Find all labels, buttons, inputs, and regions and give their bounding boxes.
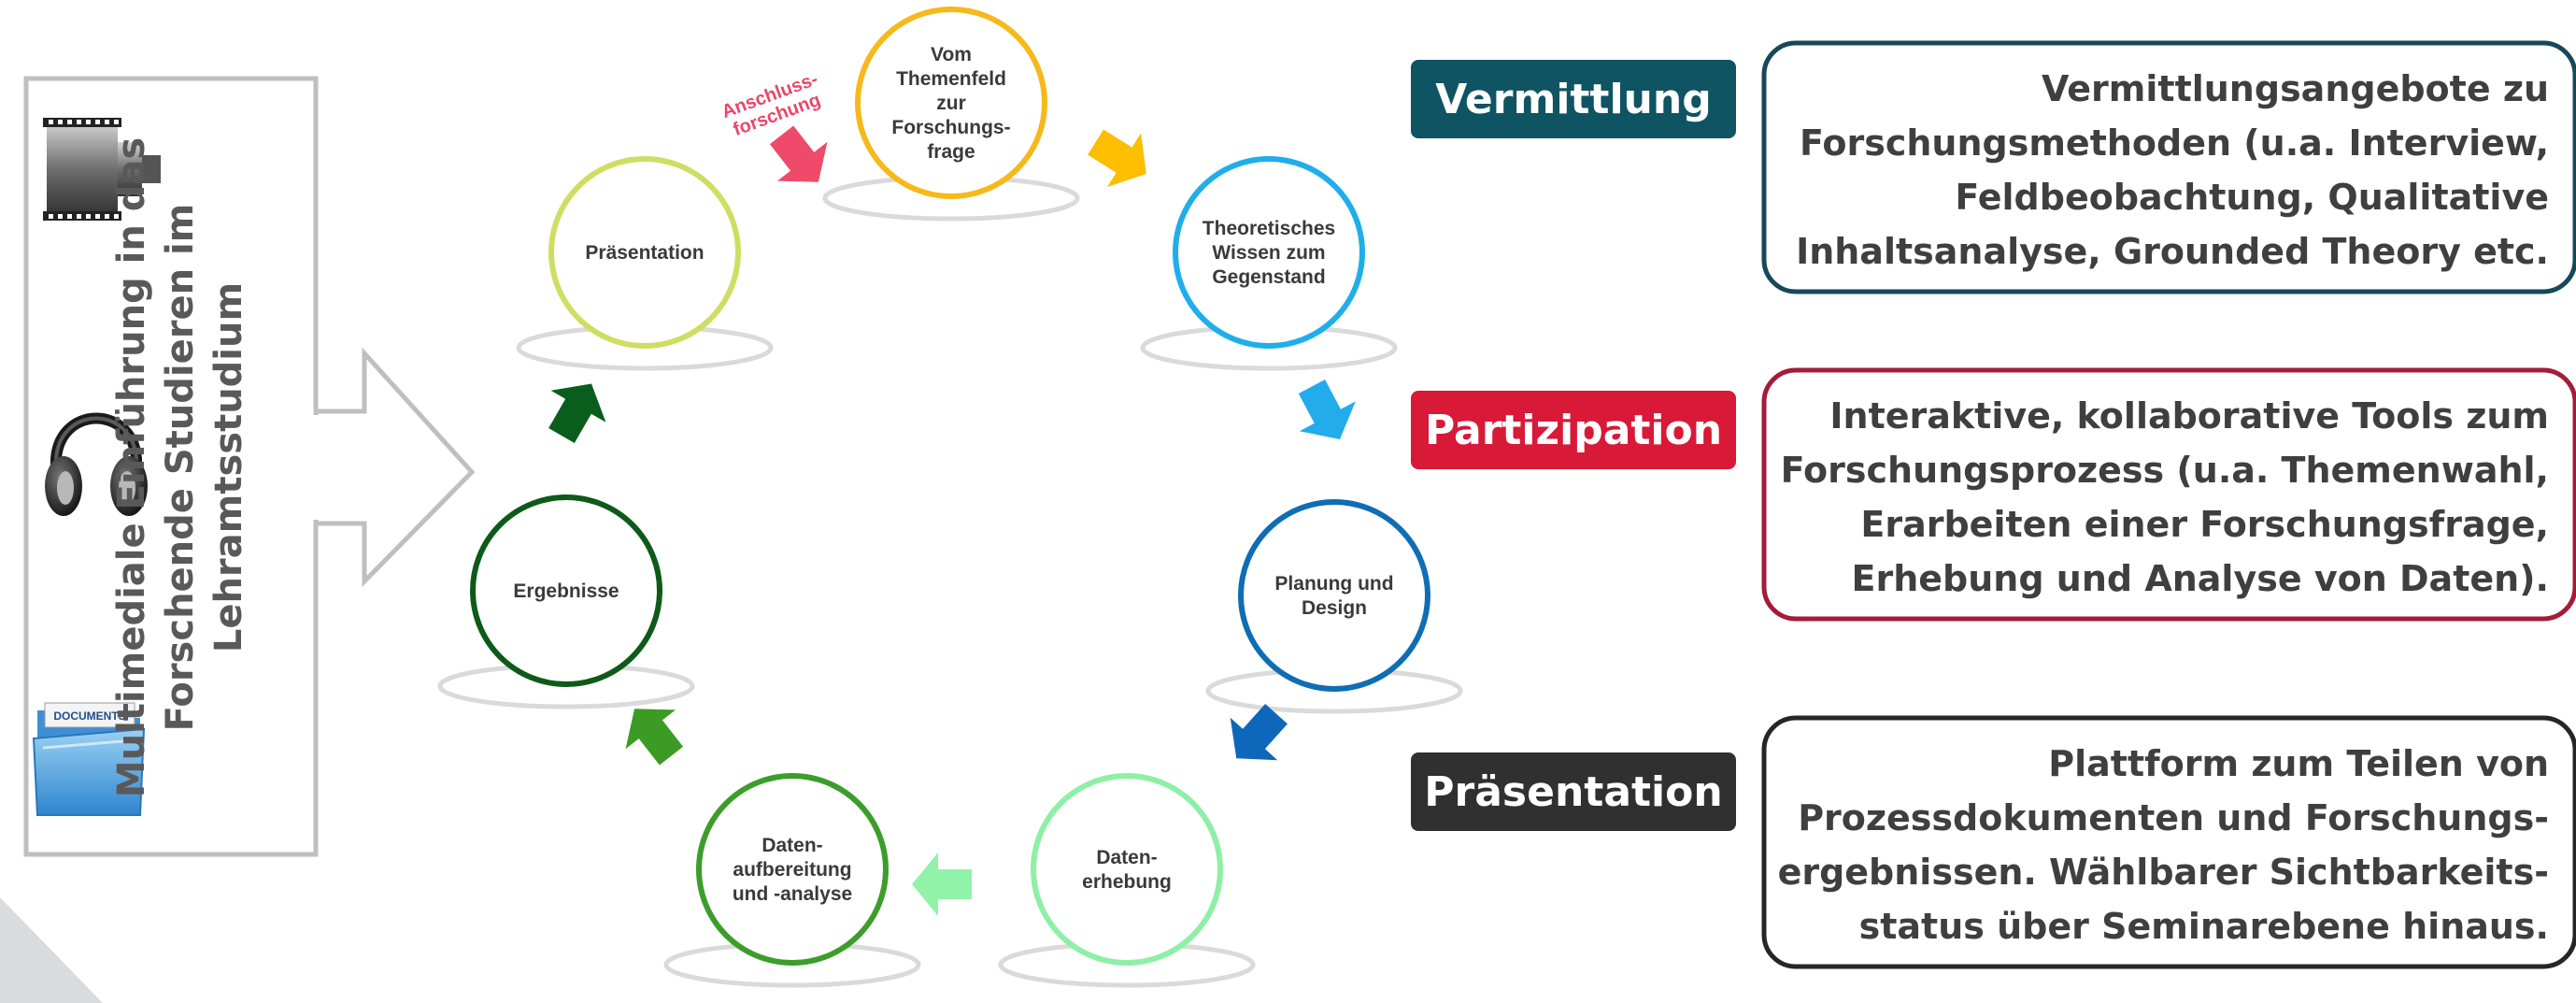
cycle-arrow-a3 xyxy=(1230,703,1288,761)
feature-vermittlung: Vermittlung Vermittlungsangebote zu Forsch… xyxy=(1411,40,2576,294)
description-line-vermittlung: Inhaltsanalyse, Grounded Theory etc. xyxy=(1796,231,2549,272)
tag-label-praesentation: Präsentation xyxy=(1424,768,1722,816)
cycle-arrow-a5 xyxy=(625,709,684,766)
step-circle-praesentation xyxy=(548,156,741,349)
description-line-vermittlung: Feldbeobachtung, Qualitative xyxy=(1955,177,2549,218)
feature-panels: Vermittlung Vermittlungsangebote zu Forsch… xyxy=(1411,40,2576,969)
step-label-themenfeld: Forschungs- xyxy=(891,117,1010,138)
sidebar-title-line-1: Multimediale Einführung in das xyxy=(110,137,153,797)
description-line-praesentation: Prozessdokumenten und Forschungs- xyxy=(1798,797,2549,838)
cycle-arrow-a4 xyxy=(912,853,972,916)
step-circle-themenfeld xyxy=(855,7,1047,199)
cycle-arrow-feedback xyxy=(769,125,828,182)
step-circle-planung xyxy=(1238,499,1430,692)
step-label-themenfeld: zur xyxy=(936,93,966,114)
tag-partizipation xyxy=(1411,391,1736,469)
sidebar-title: Multimediale Einführung in das Forschend… xyxy=(110,137,250,797)
step-label-themenfeld: frage xyxy=(927,141,975,163)
step-circle-wissen xyxy=(1173,156,1365,349)
feedback-label: Anschluss-forschung xyxy=(719,69,824,141)
tag-label-vermittlung: Vermittlung xyxy=(1435,76,1711,123)
sidebar-pointer-arrow xyxy=(313,347,476,588)
step-circle-aufbereitung xyxy=(696,773,889,966)
sidebar-title-line-3: Lehramtsstudium xyxy=(207,282,250,652)
description-line-vermittlung: Forschungsmethoden (u.a. Interview, xyxy=(1800,122,2549,164)
step-circle-erhebung xyxy=(1031,773,1223,966)
step-label-aufbereitung: Daten- xyxy=(761,835,822,856)
description-line-partizipation: Forschungsprozess (u.a. Themenwahl, xyxy=(1781,450,2549,491)
step-label-wissen: Gegenstand xyxy=(1212,266,1325,288)
description-line-praesentation: ergebnissen. Wählbarer Sichtbarkeits- xyxy=(1778,852,2549,893)
film-strip-icon xyxy=(43,118,161,221)
description-line-partizipation: Interaktive, kollaborative Tools zum xyxy=(1829,395,2549,437)
step-label-praesentation: Präsentation xyxy=(585,242,704,264)
cycle-arrow-a6 xyxy=(548,383,606,443)
tag-label-partizipation: Partizipation xyxy=(1425,407,1722,454)
corner-decoration xyxy=(0,897,103,1003)
tag-vermittlung xyxy=(1411,60,1736,138)
description-box-partizipation xyxy=(1761,367,2576,622)
documents-folder-icon: DOCUMENTS xyxy=(32,702,146,816)
cycle-arrow-a1 xyxy=(1088,129,1146,188)
sidebar: DOCUMENTS Multimediale Einführung in das… xyxy=(23,76,476,857)
step-label-erhebung: Daten- xyxy=(1096,847,1157,868)
step-label-themenfeld: Vom xyxy=(931,44,972,65)
description-line-praesentation: Plattform zum Teilen von xyxy=(2048,743,2549,784)
step-label-wissen: Theoretisches xyxy=(1203,218,1335,239)
step-label-planung: Planung und xyxy=(1274,573,1393,595)
sidebar-title-line-2: Forschende Studieren im xyxy=(159,204,202,732)
description-line-partizipation: Erarbeiten einer Forschungsfrage, xyxy=(1860,504,2549,545)
description-line-partizipation: Erhebung und Analyse von Daten). xyxy=(1852,558,2549,599)
headphones-icon xyxy=(45,412,148,516)
documents-label: DOCUMENTS xyxy=(53,709,125,723)
description-box-praesentation xyxy=(1761,715,2576,969)
step-label-aufbereitung: aufbereitung xyxy=(733,859,851,881)
step-label-wissen: Wissen zum xyxy=(1212,242,1325,264)
description-box-vermittlung xyxy=(1761,40,2576,294)
cycle-arrow-a2 xyxy=(1298,380,1356,440)
step-label-themenfeld: Themenfeld xyxy=(896,68,1006,90)
step-label-erhebung: erhebung xyxy=(1082,871,1172,893)
step-circle-ergebnisse xyxy=(470,494,662,687)
feature-partizipation: Partizipation Interaktive, kollaborative … xyxy=(1411,367,2576,622)
description-line-vermittlung: Vermittlungsangebote zu xyxy=(2042,68,2549,109)
feature-praesentation: Präsentation Plattform zum Teilen vonProz… xyxy=(1411,715,2576,969)
step-label-aufbereitung: und -analyse xyxy=(733,883,852,905)
step-label-ergebnisse: Ergebnisse xyxy=(513,580,619,602)
tag-praesentation xyxy=(1411,752,1736,831)
step-label-planung: Design xyxy=(1302,597,1367,619)
description-line-praesentation: status über Seminarebene hinaus. xyxy=(1859,906,2549,947)
